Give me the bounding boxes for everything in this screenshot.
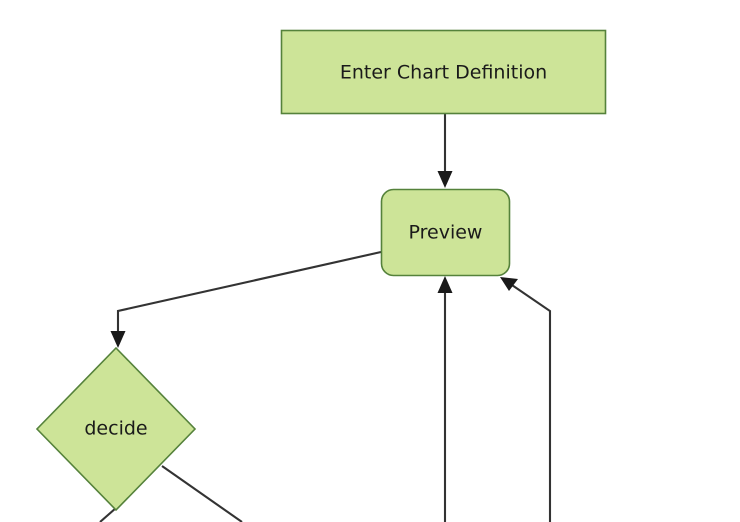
edge-decide-out-left — [99, 507, 117, 522]
edge-bottom-to-preview-arrowhead — [437, 276, 453, 293]
edge-decide-out-right-line — [161, 465, 243, 522]
edge-preview-to-decide-line — [116, 250, 382, 338]
edge-bottom-to-preview — [437, 276, 453, 522]
node-decide-label: decide — [84, 418, 147, 440]
node-preview-label: Preview — [409, 222, 483, 244]
edge-decide-out-left-line — [99, 507, 117, 522]
edge-preview-to-decide-arrowhead — [110, 331, 126, 348]
node-enter-chart-definition[interactable]: Enter Chart Definition — [280, 29, 607, 115]
edge-bottom-right-to-preview-line — [508, 282, 552, 522]
node-preview[interactable]: Preview — [380, 188, 511, 277]
node-decide-shape[interactable] — [35, 346, 197, 512]
edge-layer — [99, 114, 552, 522]
edge-bottom-right-to-preview — [500, 277, 552, 522]
node-preview-shape[interactable] — [380, 188, 511, 277]
edge-bottom-right-to-preview-arrowhead — [500, 277, 518, 291]
edge-definition-to-preview — [437, 114, 453, 188]
edge-decide-out-right — [161, 465, 243, 522]
edge-preview-to-decide — [110, 250, 382, 348]
node-layer: Enter Chart Definition Preview decide — [35, 29, 607, 512]
edge-definition-to-preview-arrowhead — [437, 171, 453, 188]
node-enter-chart-definition-label: Enter Chart Definition — [340, 62, 547, 84]
node-enter-chart-definition-shape[interactable] — [280, 29, 607, 115]
node-decide[interactable]: decide — [35, 346, 197, 512]
